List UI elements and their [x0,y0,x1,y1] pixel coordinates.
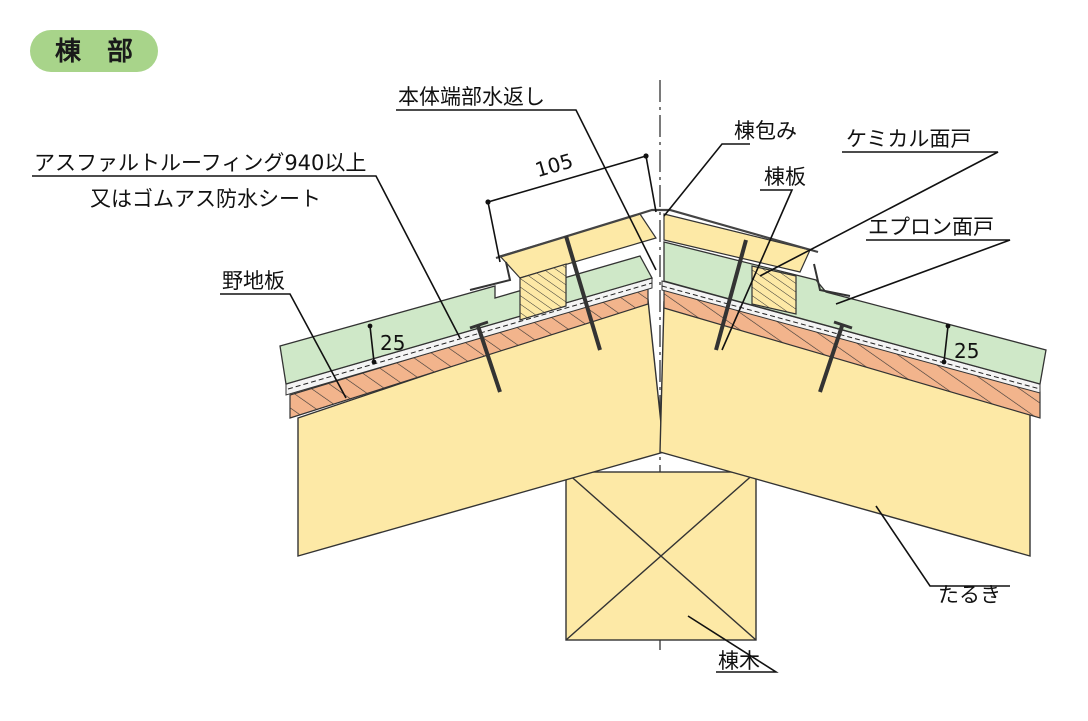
dimension-thickness-left-value: 25 [380,331,405,355]
roofing-sheet-left-dash [287,282,653,390]
label-munagi: 棟木 [718,649,760,673]
nail-right-roofing [818,320,853,393]
nail-left-roofing [469,320,502,393]
dimension-thickness-right: 25 [941,323,979,365]
ridge-beam [565,471,757,641]
dimension-width-value: 105 [532,148,575,182]
ridge-board-right [663,213,811,273]
label-mune-tsutsumi: 棟包み [734,119,797,143]
label-taruki: たるき [938,583,1001,607]
label-mune-ita: 棟板 [764,165,806,189]
section-title: 棟 部 [55,37,133,67]
apron-flashing-left [469,261,512,291]
sheathing-right-hatch [664,290,1040,418]
chemical-closure-right-hatch [752,266,796,314]
label-honntai-mizugaeshi: 本体端部水返し [398,85,545,109]
apron-flashing-right [813,263,851,297]
chemical-closure-left-hatch [520,264,566,320]
label-asphalt-roofing-2: 又はゴムアス防水シート [90,187,321,211]
nail-left-panel [564,235,602,351]
label-apron-mendo: エプロン面戸 [868,215,994,239]
label-noji-ita: 野地板 [222,269,285,293]
label-chemical-mendo: ケミカル面戸 [846,127,971,151]
roofing-sheet-right-dash [661,285,1041,390]
ridge-cover [495,208,819,260]
dimension-thickness-left: 25 [367,323,405,365]
section-badge-background [30,30,158,72]
section-badge: 棟 部 [30,30,158,72]
sheathing-left-hatch [290,287,648,418]
nail-right-panel [714,239,748,351]
label-asphalt-roofing-1: アスファルトルーフィング940以上 [34,151,366,175]
dimension-thickness-right-value: 25 [954,339,979,363]
leader-lines [32,109,1011,673]
